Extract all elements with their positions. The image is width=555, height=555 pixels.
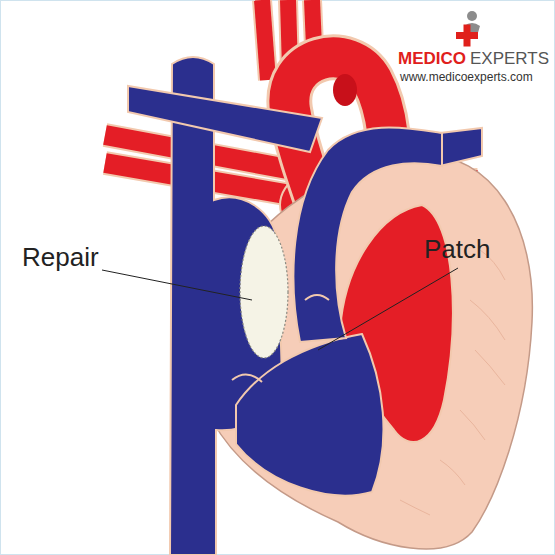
watermark-logo: MEDICO bbox=[398, 50, 466, 69]
part-label: Patch bbox=[424, 235, 491, 264]
leader-line bbox=[102, 270, 252, 300]
pulmonary-artery bbox=[128, 86, 482, 342]
tricuspid-valve bbox=[232, 374, 262, 382]
watermark-logo: EXPERTS bbox=[470, 50, 549, 69]
part-label: Repair bbox=[22, 243, 99, 272]
watermark-url: www.medicoexperts.com bbox=[400, 71, 533, 84]
leader-line bbox=[318, 268, 458, 350]
logo-icon bbox=[456, 11, 480, 47]
right-ventricle bbox=[236, 334, 383, 495]
septal-patch bbox=[240, 226, 288, 358]
